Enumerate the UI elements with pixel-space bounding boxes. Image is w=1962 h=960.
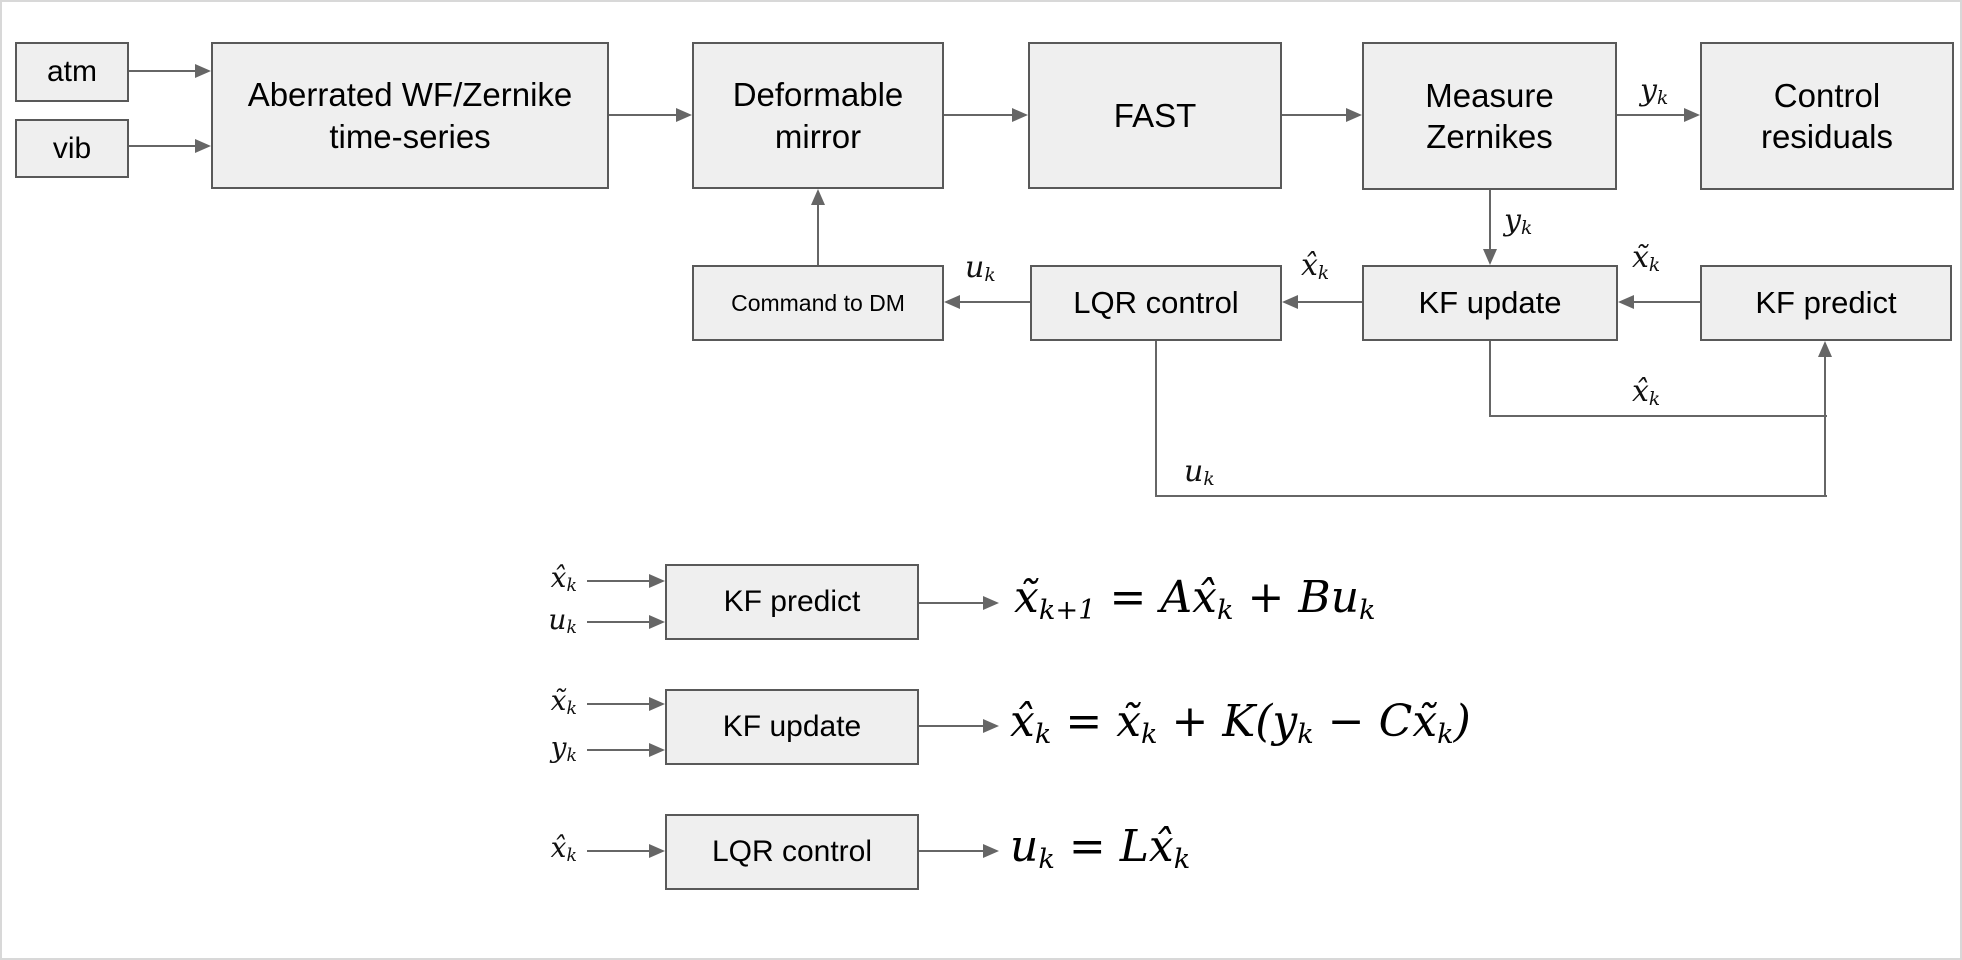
block-aberrated-wf-zernike: Aberrated WF/Zernike time-series bbox=[211, 42, 609, 189]
block-control-residuals: Control residuals bbox=[1700, 42, 1954, 190]
legend-kfupdate-input2-line bbox=[587, 749, 651, 751]
legend-kfpredict-input2-line bbox=[587, 621, 651, 623]
legend-kfpredict-input-xhatk: x̂k bbox=[550, 561, 577, 597]
equation-kf-update: x̂k = x̃k + K(yk − Cx̃k) bbox=[1010, 696, 1471, 750]
equation-kf-predict: x̃k+1 = Ax̂k + Buk bbox=[1014, 572, 1376, 626]
arrow-kfupdate-to-lqr-head bbox=[1282, 295, 1298, 309]
legend-kfupdate-output-head bbox=[983, 719, 999, 733]
block-kf-predict: KF predict bbox=[1700, 265, 1952, 341]
feedback-uk-horizontal-line bbox=[1155, 495, 1827, 497]
arrow-fast-to-measure-line bbox=[1282, 114, 1350, 116]
feedback-uk-drop-line bbox=[1155, 341, 1157, 497]
arrow-deformable-to-fast-line bbox=[944, 114, 1016, 116]
legend-kfupdate-input1-head bbox=[649, 697, 665, 711]
arrow-deformable-to-fast-head bbox=[1012, 108, 1028, 122]
feedback-rise-to-kfpredict-line bbox=[1824, 355, 1826, 496]
legend-kfupdate-input-yk: yk bbox=[550, 731, 577, 767]
arrow-lqr-to-command-head bbox=[944, 295, 960, 309]
legend-kfpredict-input1-line bbox=[587, 580, 651, 582]
arrow-measure-to-residuals-line bbox=[1617, 114, 1688, 116]
block-lqr-control: LQR control bbox=[1030, 265, 1282, 341]
block-command-to-dm: Command to DM bbox=[692, 265, 944, 341]
block-vib: vib bbox=[15, 119, 129, 178]
feedback-xhat-horizontal-line bbox=[1489, 415, 1827, 417]
arrow-measure-to-kfupdate-head bbox=[1483, 249, 1497, 265]
legend-kfupdate-output-line bbox=[919, 725, 983, 727]
arrow-measure-to-kfupdate-line bbox=[1489, 190, 1491, 251]
legend-kfupdate-input2-head bbox=[649, 743, 665, 757]
label-xhatk-kfupdate-to-lqr: x̂k bbox=[1301, 248, 1330, 285]
legend-kfupdate-input1-line bbox=[587, 703, 651, 705]
arrow-lqr-to-command-line bbox=[958, 301, 1030, 303]
legend-kfupdate-box: KF update bbox=[665, 689, 919, 765]
legend-kfpredict-output-line bbox=[919, 602, 983, 604]
arrow-aberrated-to-deformable-head bbox=[676, 108, 692, 122]
arrow-aberrated-to-deformable-line bbox=[609, 114, 680, 116]
feedback-xhat-drop-line bbox=[1489, 341, 1491, 417]
arrow-vib-to-aberrated-head bbox=[195, 139, 211, 153]
legend-lqr-input-line bbox=[587, 850, 651, 852]
arrow-measure-to-residuals-head bbox=[1684, 108, 1700, 122]
block-atm: atm bbox=[15, 42, 129, 102]
legend-kfupdate-input-xtildek: x̃k bbox=[550, 684, 577, 720]
arrow-command-to-deformable-line bbox=[817, 203, 819, 265]
arrow-command-to-deformable-head bbox=[811, 189, 825, 205]
label-xtildek-kfpredict-to-kfupdate: x̃k bbox=[1632, 240, 1661, 277]
arrow-atm-to-aberrated-line bbox=[129, 70, 199, 72]
block-measure-zernikes: Measure Zernikes bbox=[1362, 42, 1617, 190]
legend-lqr-box: LQR control bbox=[665, 814, 919, 890]
block-deformable-mirror: Deformable mirror bbox=[692, 42, 944, 189]
label-uk-feedback: uk bbox=[1184, 454, 1215, 491]
arrow-fast-to-measure-head bbox=[1346, 108, 1362, 122]
label-xhatk-feedback: x̂k bbox=[1632, 374, 1661, 411]
legend-kfpredict-input-uk: uk bbox=[548, 603, 577, 639]
arrow-kfupdate-to-lqr-line bbox=[1296, 301, 1362, 303]
block-kf-update: KF update bbox=[1362, 265, 1618, 341]
arrow-atm-to-aberrated-head bbox=[195, 64, 211, 78]
label-uk-lqr-to-command: uk bbox=[965, 250, 996, 287]
legend-kfpredict-box: KF predict bbox=[665, 564, 919, 640]
legend-kfpredict-input1-head bbox=[649, 574, 665, 588]
arrow-vib-to-aberrated-line bbox=[129, 145, 199, 147]
legend-kfpredict-output-head bbox=[983, 596, 999, 610]
legend-lqr-output-line bbox=[919, 850, 983, 852]
label-yk-measure-to-residuals: yk bbox=[1640, 73, 1669, 110]
equation-lqr-control: uk = Lx̂k bbox=[1010, 821, 1191, 875]
label-yk-measure-to-kfupdate: yk bbox=[1504, 203, 1533, 240]
arrow-kfpredict-to-kfupdate-line bbox=[1632, 301, 1700, 303]
block-fast: FAST bbox=[1028, 42, 1282, 189]
legend-kfpredict-input2-head bbox=[649, 615, 665, 629]
legend-lqr-input-head bbox=[649, 844, 665, 858]
feedback-rise-to-kfpredict-head bbox=[1818, 341, 1832, 357]
legend-lqr-input-xhatk: x̂k bbox=[550, 831, 577, 867]
arrow-kfpredict-to-kfupdate-head bbox=[1618, 295, 1634, 309]
legend-lqr-output-head bbox=[983, 844, 999, 858]
